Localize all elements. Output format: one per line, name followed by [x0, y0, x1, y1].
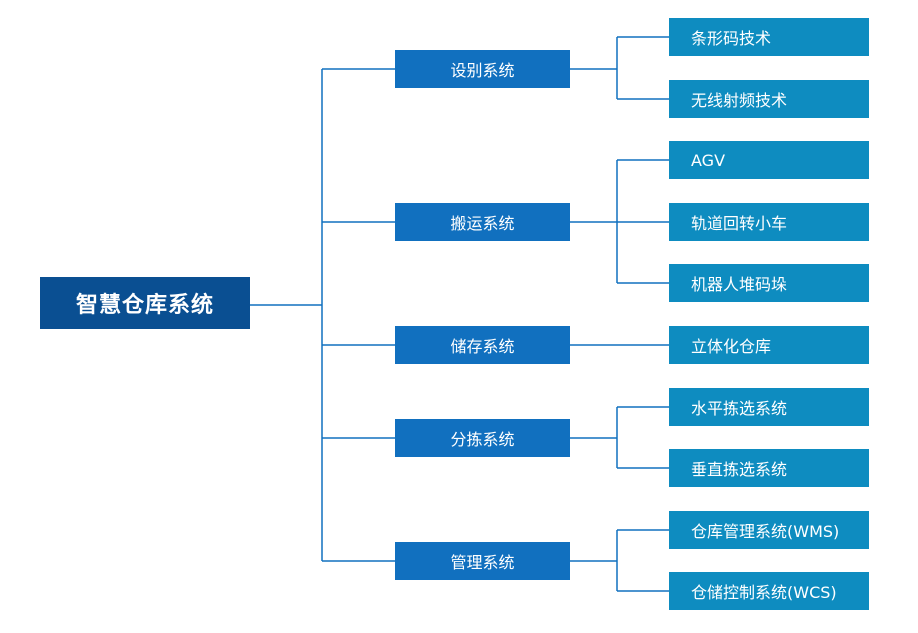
- leaf-node-wcs: 仓储控制系统(WCS): [669, 572, 869, 610]
- leaf-node-barcode: 条形码技术: [669, 18, 869, 56]
- leaf-node-rail-cart: 轨道回转小车: [669, 203, 869, 241]
- branch-node-handling: 搬运系统: [395, 203, 570, 241]
- branch-node-sorting: 分拣系统: [395, 419, 570, 457]
- leaf-node-palletizing: 机器人堆码垛: [669, 264, 869, 302]
- branch-node-management: 管理系统: [395, 542, 570, 580]
- leaf-node-vertical-pick: 垂直拣选系统: [669, 449, 869, 487]
- leaf-node-as-rs: 立体化仓库: [669, 326, 869, 364]
- leaf-node-rfid: 无线射频技术: [669, 80, 869, 118]
- leaf-node-horizontal-pick: 水平拣选系统: [669, 388, 869, 426]
- branch-node-storage: 储存系统: [395, 326, 570, 364]
- leaf-node-wms: 仓库管理系统(WMS): [669, 511, 869, 549]
- leaf-node-agv: AGV: [669, 141, 869, 179]
- branch-node-identification: 设别系统: [395, 50, 570, 88]
- root-node: 智慧仓库系统: [40, 277, 250, 329]
